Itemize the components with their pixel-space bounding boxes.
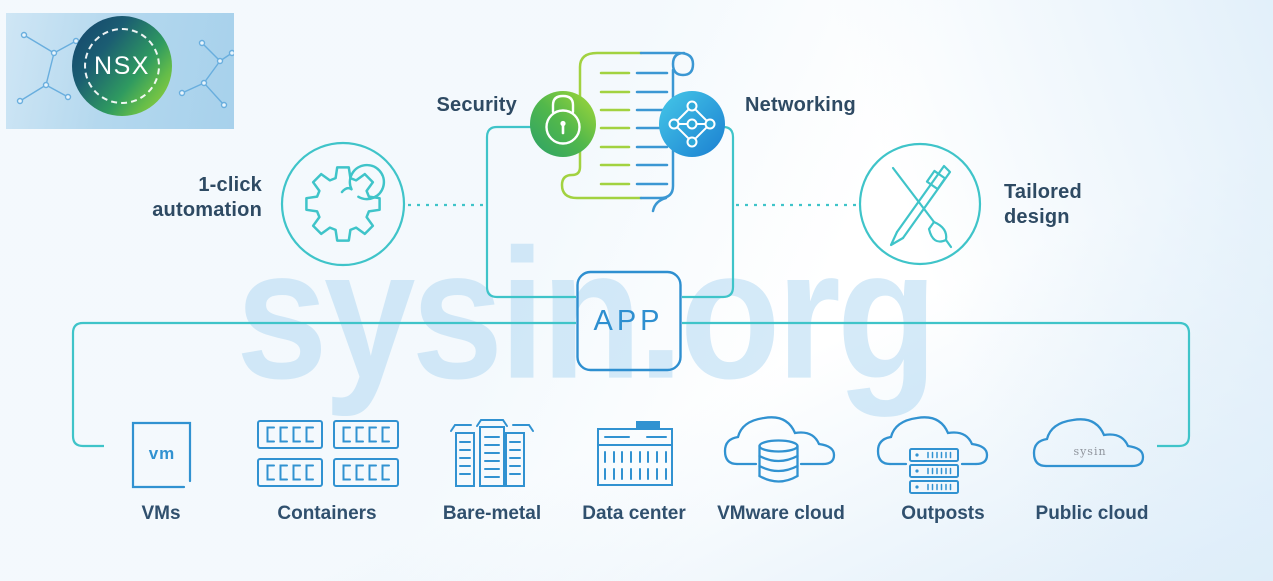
app-label: APP	[593, 304, 664, 337]
bracket-right-line	[682, 125, 735, 299]
bracket-left-line	[485, 125, 576, 299]
design-label: Tailored design	[1004, 180, 1144, 230]
cloud-icon	[1032, 418, 1145, 468]
networking-nodes-icon	[659, 91, 725, 157]
label-public-cloud: Public cloud	[1035, 503, 1149, 524]
automation-label-line2: automation	[152, 199, 262, 221]
cloud-watermark-text: sysin	[1073, 445, 1107, 458]
design-label-line1: Tailored	[1004, 181, 1082, 203]
label-vms: VMs	[141, 503, 181, 524]
label-data-center: Data center	[582, 503, 686, 524]
label-outposts: Outposts	[901, 503, 985, 524]
app-to-right-elbow-line	[682, 321, 1191, 448]
automation-label: 1-click automation	[126, 173, 262, 223]
label-bare-metal: Bare-metal	[442, 503, 542, 524]
networking-label: Networking	[745, 94, 856, 116]
vm-badge-text: vm	[148, 444, 176, 463]
security-lock-icon	[530, 91, 596, 157]
automation-label-line1: 1-click	[198, 174, 262, 196]
app-to-left-elbow-line	[71, 321, 576, 448]
nsx-logo-panel: NSX	[6, 13, 234, 129]
building-icon	[597, 421, 673, 486]
nsx-logo-sphere: NSX	[72, 16, 172, 116]
automation-gear-icon	[280, 141, 406, 267]
connector-lines	[71, 125, 1191, 448]
label-containers: Containers	[277, 503, 377, 524]
nsx-logo-text: NSX	[94, 51, 150, 80]
security-label: Security	[436, 94, 517, 116]
dashed-ring	[84, 28, 160, 104]
server-towers-icon	[450, 419, 534, 487]
cloud-database-icon	[723, 416, 836, 483]
network-constellation-decoration	[16, 31, 234, 109]
vm-square-icon	[131, 421, 192, 489]
watermark-text: sysin.org	[236, 210, 938, 417]
app-box	[576, 270, 682, 372]
label-vmware-cloud: VMware cloud	[717, 503, 845, 524]
container-grid-icon	[257, 420, 399, 487]
design-label-line2: design	[1004, 206, 1070, 228]
cloud-racks-icon	[876, 416, 989, 494]
design-tools-icon	[858, 142, 982, 266]
